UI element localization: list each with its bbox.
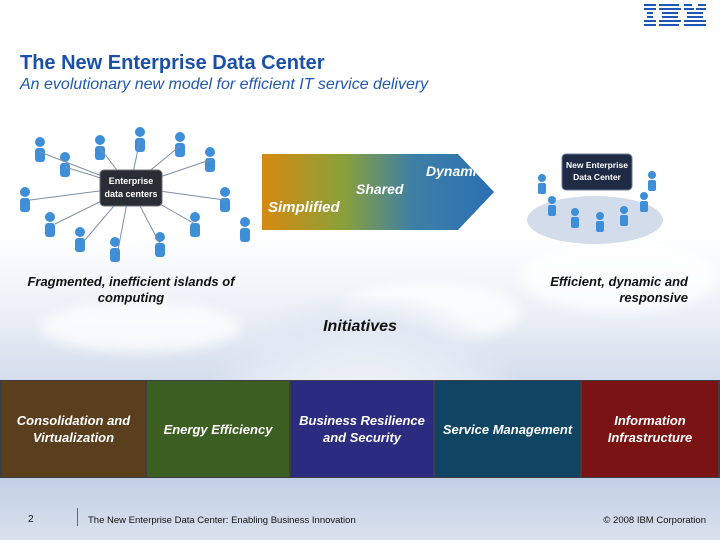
fragmented-islands-illustration: Enterprise data centers — [10, 122, 270, 272]
initiative-consolidation-virtualization: Consolidation and Virtualization — [2, 381, 145, 477]
page-number: 2 — [28, 514, 34, 525]
svg-text:data centers: data centers — [104, 189, 157, 199]
footer-divider — [77, 508, 78, 526]
stage-shared: Shared — [356, 181, 404, 197]
caption-efficient: Efficient, dynamic and responsive — [508, 274, 688, 306]
initiative-information-infrastructure: Information Infrastructure — [582, 381, 718, 477]
new-data-center-box: New Enterprise Data Center — [562, 154, 632, 190]
stage-dynamic: Dynamic — [426, 163, 485, 179]
svg-text:Data Center: Data Center — [573, 172, 621, 182]
svg-text:New Enterprise: New Enterprise — [566, 160, 628, 170]
initiatives-heading: Initiatives — [300, 318, 420, 336]
ibm-logo — [644, 2, 708, 26]
svg-text:Enterprise: Enterprise — [109, 176, 154, 186]
initiative-business-resilience-security: Business Resilience and Security — [291, 381, 433, 477]
slide-title: The New Enterprise Data Center — [20, 52, 325, 75]
stage-simplified: Simplified — [268, 199, 341, 216]
slide-subtitle: An evolutionary new model for efficient … — [20, 76, 428, 94]
footer-text: The New Enterprise Data Center: Enabling… — [88, 515, 356, 526]
initiative-energy-efficiency: Energy Efficiency — [147, 381, 289, 477]
footer — [0, 478, 720, 540]
initiative-service-management: Service Management — [435, 381, 580, 477]
enterprise-data-centers-box: Enterprise data centers — [100, 170, 162, 206]
evolution-arrow: Simplified Shared Dynamic — [262, 150, 494, 234]
copyright: © 2008 IBM Corporation — [603, 515, 706, 526]
new-data-center-illustration: New Enterprise Data Center — [520, 130, 670, 250]
top-bar — [0, 0, 720, 32]
